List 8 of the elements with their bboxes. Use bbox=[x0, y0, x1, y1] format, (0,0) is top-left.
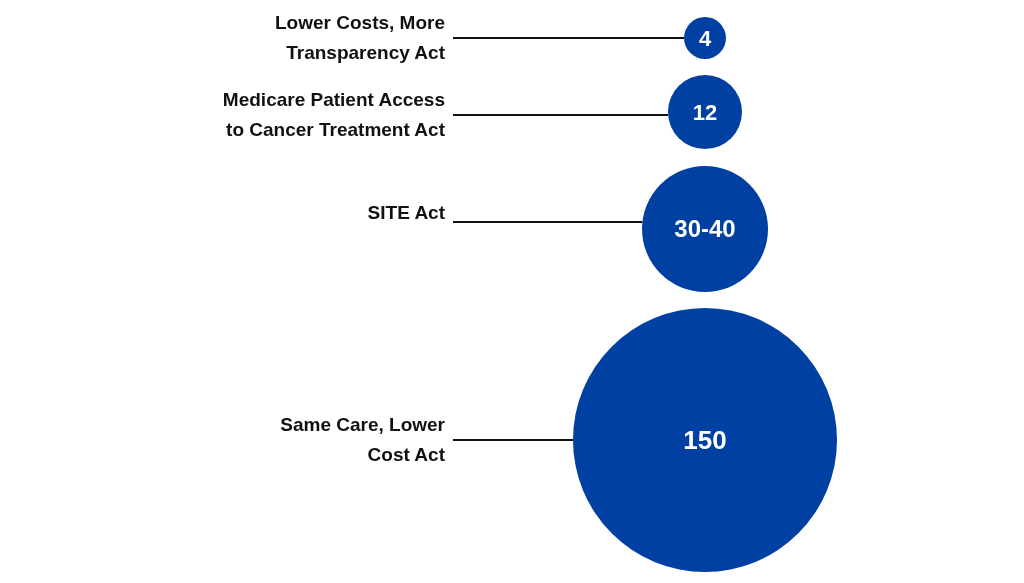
connector-line bbox=[452, 114, 670, 116]
connector-line bbox=[452, 221, 644, 223]
connector-line bbox=[452, 439, 574, 441]
act-name: Same Care, Lower Cost Act bbox=[275, 410, 445, 470]
act-name: Medicare Patient Access to Cancer Treatment Act bbox=[205, 85, 445, 145]
act-name: SITE Act bbox=[185, 198, 445, 228]
connector-line bbox=[452, 37, 685, 39]
act-name: Lower Costs, More Transparency Act bbox=[185, 8, 445, 68]
